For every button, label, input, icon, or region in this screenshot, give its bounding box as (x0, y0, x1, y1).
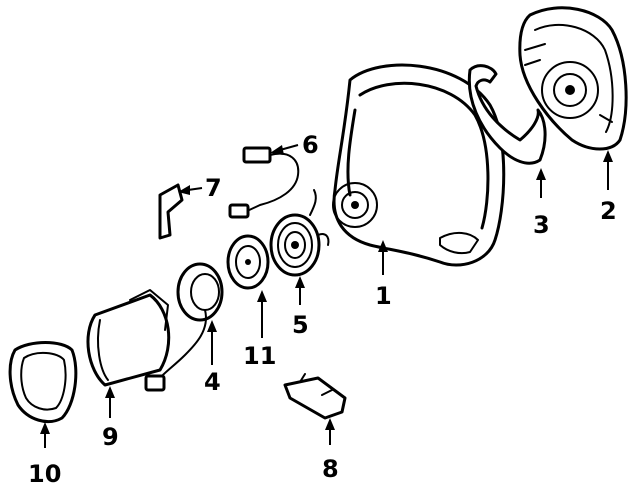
callout-2: 2 (600, 197, 617, 225)
part-bezel-ring (8, 341, 78, 423)
part-clock-spring (269, 189, 330, 277)
part-cancel-ring (226, 234, 270, 290)
part-connector-harness (228, 146, 300, 219)
part-trim-bracket (467, 64, 547, 165)
callout-7: 7 (205, 174, 222, 202)
callout-5: 5 (292, 311, 309, 339)
part-clip (158, 183, 184, 240)
part-airbag-module (518, 6, 628, 151)
callout-11: 11 (243, 342, 276, 370)
callout-9: 9 (102, 423, 119, 451)
part-column-housing (86, 289, 171, 387)
leader-lines (40, 144, 613, 448)
callout-3: 3 (533, 211, 550, 239)
callout-8: 8 (322, 455, 339, 483)
part-lower-bracket (283, 373, 347, 420)
part-steering-wheel (332, 63, 506, 267)
part-combination-switch (144, 262, 224, 392)
callout-6: 6 (302, 131, 319, 159)
callout-10: 10 (28, 460, 61, 488)
callout-4: 4 (204, 368, 221, 396)
callout-1: 1 (375, 282, 392, 310)
